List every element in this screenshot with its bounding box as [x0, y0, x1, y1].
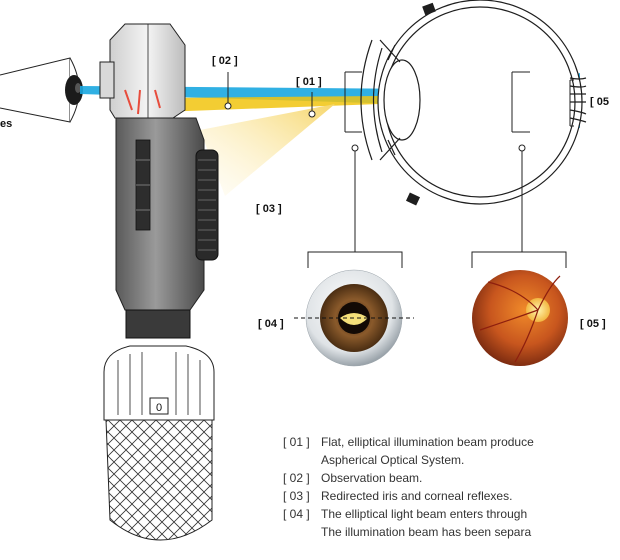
observer-eye	[0, 57, 83, 123]
legend-item-cont: Aspherical Optical System.	[283, 451, 620, 469]
legend-item: [ 03 ] Redirected iris and corneal refle…	[283, 487, 620, 505]
legend-item-cont: The illumination beam has been separa	[283, 523, 620, 541]
legend-item: [ 04 ] The elliptical light beam enters …	[283, 505, 620, 523]
label-02: [ 02 ]	[212, 55, 238, 67]
dial-label: 0	[156, 402, 162, 414]
label-04: [ 04 ]	[258, 318, 284, 330]
eyes-label: es	[0, 118, 13, 130]
eyeball-detail	[294, 269, 414, 367]
reflex-cone	[200, 104, 335, 196]
leader-lines	[224, 71, 574, 268]
label-05-bottom: [ 05 ]	[580, 318, 606, 330]
legend-text: Observation beam.	[321, 471, 423, 485]
ophthalmoscope: 0	[99, 23, 219, 541]
legend-text: Flat, elliptical illumination beam produ…	[321, 435, 534, 449]
legend-text: The elliptical light beam enters through	[321, 507, 528, 521]
legend-item: [ 02 ] Observation beam.	[283, 469, 620, 487]
eye-cross-section	[360, 0, 587, 206]
legend-text-cont: The illumination beam has been separa	[321, 525, 532, 539]
legend-text: Redirected iris and corneal reflexes.	[321, 489, 513, 503]
label-03: [ 03 ]	[256, 203, 282, 215]
legend-num: [ 04 ]	[283, 507, 310, 521]
label-05-top: [ 05	[590, 96, 609, 108]
fundus-detail	[472, 270, 568, 366]
legend-num: [ 03 ]	[283, 489, 310, 503]
legend-num: [ 01 ]	[283, 435, 310, 449]
legend-item: [ 01 ] Flat, elliptical illumination bea…	[283, 433, 620, 451]
legend-num: [ 02 ]	[283, 471, 310, 485]
legend: [ 01 ] Flat, elliptical illumination bea…	[283, 433, 620, 541]
legend-text-cont: Aspherical Optical System.	[321, 453, 465, 467]
label-01: [ 01 ]	[296, 76, 322, 88]
